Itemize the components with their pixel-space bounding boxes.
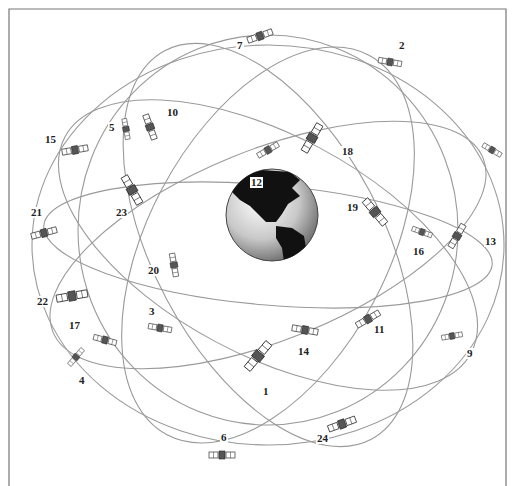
callout-number: 1 <box>262 386 270 397</box>
earth-globe <box>226 166 318 270</box>
callout-number: 21 <box>30 207 43 218</box>
callout-number: 16 <box>412 246 425 257</box>
satellite-icon <box>120 174 144 206</box>
satellite-icon <box>121 118 131 140</box>
satellite-icon <box>300 122 324 154</box>
satellite-icon <box>256 141 280 159</box>
satellite-icon <box>243 340 273 373</box>
callout-number: 4 <box>78 375 86 386</box>
satellite-icon <box>411 225 433 238</box>
callout-number: 20 <box>147 265 160 276</box>
callout-number: 14 <box>297 346 310 357</box>
satellite-icon <box>209 451 235 459</box>
satellite-icon <box>361 197 388 227</box>
satellite-icon <box>93 333 117 346</box>
callout-number: 13 <box>484 236 497 247</box>
callout-number: 18 <box>341 146 354 157</box>
callout-number: 10 <box>166 107 179 118</box>
satellite-icons <box>30 28 502 459</box>
satellite-icon <box>168 253 179 277</box>
callout-number: 7 <box>236 40 244 51</box>
callout-number: 5 <box>108 122 116 133</box>
callout-number: 24 <box>316 433 329 444</box>
satellite-icon <box>327 415 357 433</box>
satellite-icon <box>481 142 502 158</box>
satellite-icon <box>447 223 467 250</box>
callout-number: 19 <box>346 202 359 213</box>
callout-number: 23 <box>115 207 128 218</box>
satellite-icon <box>62 144 89 156</box>
satellite-icon <box>30 226 57 240</box>
callout-number: 12 <box>250 177 263 188</box>
satellite-icon <box>441 331 463 341</box>
satellite-icon <box>378 56 402 67</box>
orbit-lines <box>13 0 515 486</box>
frame-border <box>9 9 506 486</box>
satellite-icon <box>56 289 88 304</box>
callout-number: 2 <box>398 40 406 51</box>
satellite-icon <box>67 347 85 367</box>
callout-number: 22 <box>36 296 49 307</box>
callout-number: 9 <box>466 348 474 359</box>
callout-number: 15 <box>44 134 57 145</box>
callout-number: 11 <box>373 324 385 335</box>
satellite-icon <box>148 322 172 333</box>
satellite-icon <box>246 28 273 44</box>
callout-number: 17 <box>68 320 81 331</box>
callout-number: 3 <box>148 306 156 317</box>
callout-number: 6 <box>220 432 228 443</box>
satellite-icon <box>142 113 158 140</box>
satellite-icon <box>292 324 319 336</box>
